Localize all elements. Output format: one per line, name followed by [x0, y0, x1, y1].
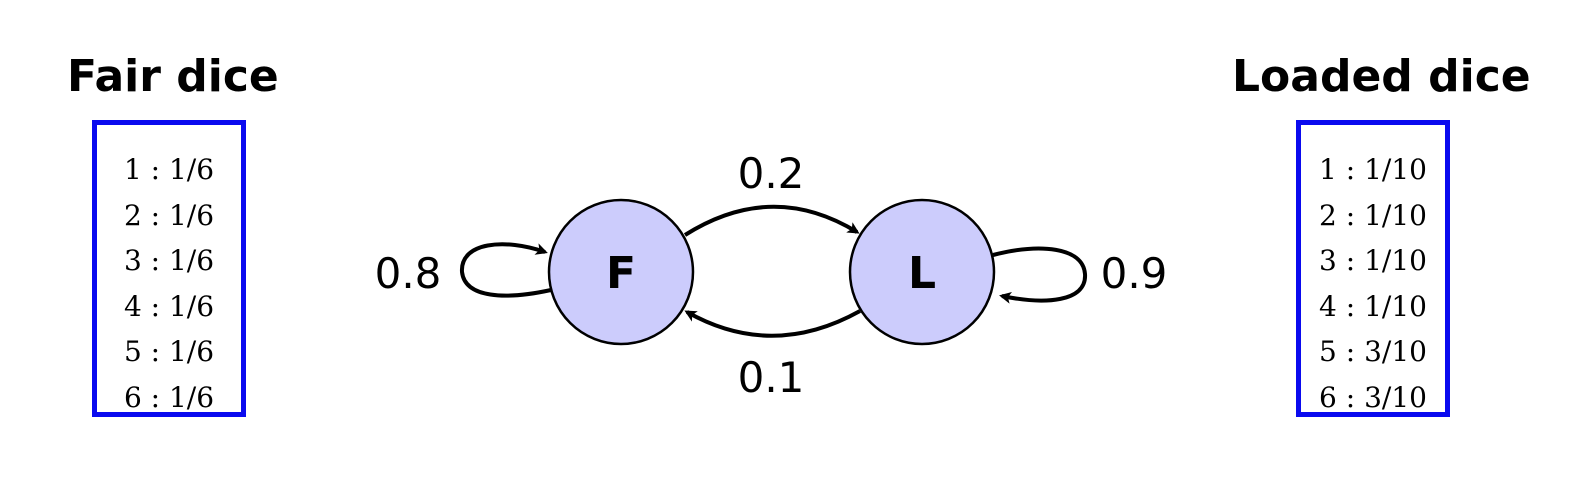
loaded-prob-row-6: 6 : 3/10: [1319, 380, 1427, 414]
loaded-prob-row-5: 5 : 3/10: [1319, 335, 1427, 368]
loaded-prob-row-2: 2 : 1/10: [1319, 198, 1427, 232]
fair-prob-row-1: 1 : 1/6: [123, 153, 215, 186]
state-label-loaded: L: [908, 248, 936, 299]
edge-label-fair-self: 0.8: [375, 249, 442, 298]
edge-label-fair-to-loaded: 0.2: [738, 149, 805, 198]
edge-label-loaded-self: 0.9: [1101, 249, 1168, 298]
state-label-fair: F: [606, 248, 636, 299]
loaded-prob-row-3: 3 : 1/10: [1319, 244, 1427, 277]
edge-loaded-self-loop: [992, 246, 1088, 304]
state-node-loaded: [848, 198, 996, 346]
state-node-fair: [547, 198, 695, 346]
loaded-prob-row-4: 4 : 1/10: [1319, 289, 1427, 323]
edge-fair-to-loaded: [683, 204, 860, 237]
fair-prob-row-5: 5 : 1/6: [123, 335, 215, 368]
fair-prob-row-2: 2 : 1/6: [123, 198, 215, 232]
loaded-dice-title: Loaded dice: [1232, 51, 1531, 102]
fair-dice-probability-box: 1 : 1/6 2 : 1/6 3 : 1/6 4 : 1/6 5 : 1/6 …: [92, 120, 246, 417]
fair-prob-row-3: 3 : 1/6: [123, 244, 215, 277]
fair-prob-row-6: 6 : 1/6: [123, 380, 215, 414]
loaded-dice-probability-box: 1 : 1/10 2 : 1/10 3 : 1/10 4 : 1/10 5 : …: [1296, 120, 1450, 417]
fair-prob-row-4: 4 : 1/6: [123, 289, 215, 323]
edge-label-loaded-to-fair: 0.1: [738, 353, 805, 402]
edge-loaded-to-fair: [684, 309, 861, 338]
loaded-prob-row-1: 1 : 1/10: [1319, 153, 1427, 186]
edge-fair-self-loop: [459, 242, 552, 298]
fair-dice-title: Fair dice: [67, 51, 279, 102]
